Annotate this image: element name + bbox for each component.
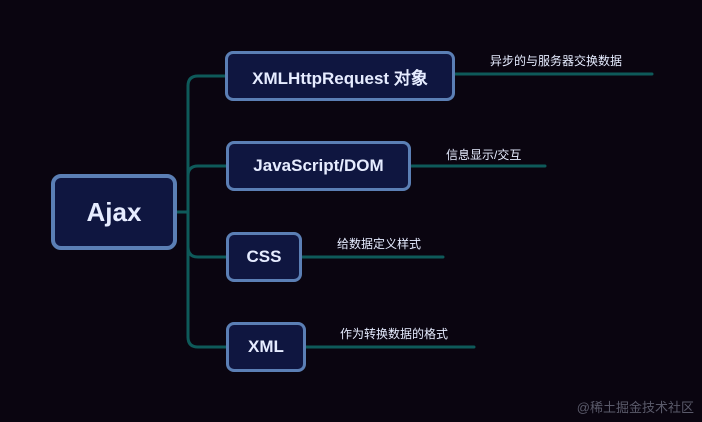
branch-note-2: 信息显示/交互 [446, 148, 522, 162]
branch-note-4: 作为转换数据的格式 [340, 327, 449, 341]
root-node-ajax[interactable]: Ajax [51, 174, 177, 250]
branch-node-label: XML [248, 337, 284, 356]
branch-node-label: CSS [246, 247, 282, 266]
branch-node-xmlhttprequest[interactable]: XMLHttpRequest 对象 [225, 51, 455, 101]
branch-node-label: XMLHttpRequest 对象 [252, 68, 428, 88]
watermark: @稀土掘金技术社区 [576, 400, 694, 415]
branch-node-css[interactable]: CSS [226, 232, 302, 282]
connector-xml [186, 335, 228, 349]
branch-node-xml[interactable]: XML [226, 322, 306, 372]
connector-javascript-dom [186, 164, 228, 178]
connector-css [186, 245, 228, 259]
branch-note-3: 给数据定义样式 [337, 237, 422, 251]
branch-node-label: JavaScript/DOM [253, 156, 384, 175]
connector-xmlhttprequest [186, 74, 227, 88]
branch-node-javascript-dom[interactable]: JavaScript/DOM [226, 141, 411, 191]
branch-note-1: 异步的与服务器交换数据 [490, 54, 623, 68]
root-node-label: Ajax [86, 196, 142, 227]
